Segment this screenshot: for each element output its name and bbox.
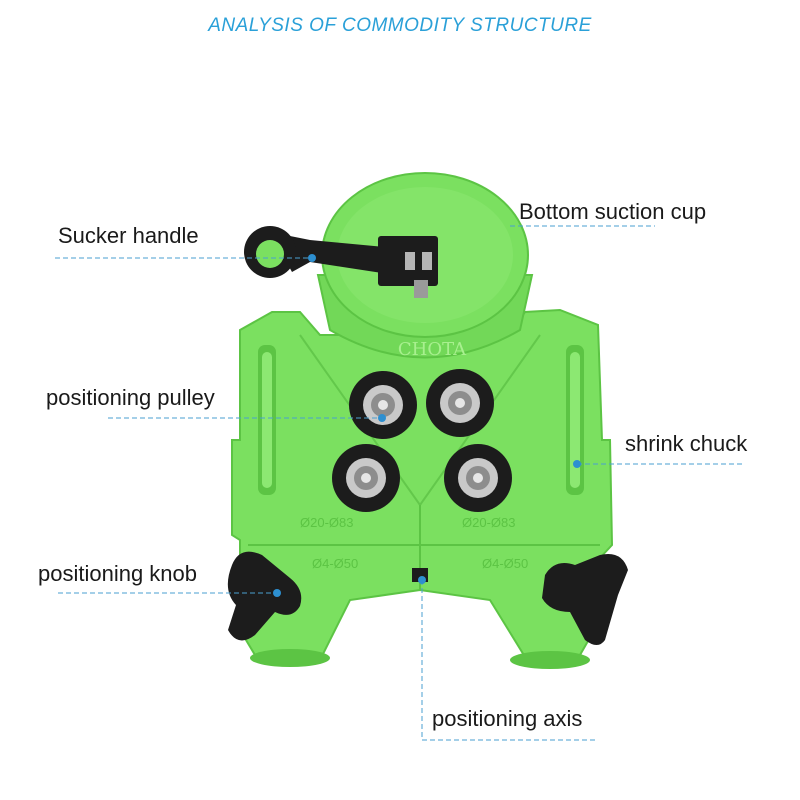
brand-watermark: CHOTA: [398, 339, 467, 360]
scale-mark-right-upper: Ø20-Ø83: [462, 515, 515, 530]
label-sucker-handle: Sucker handle: [58, 223, 199, 248]
scale-mark-left-lower: Ø4-Ø50: [312, 556, 358, 571]
leader-lines: [55, 225, 742, 741]
scale-mark-right-lower: Ø4-Ø50: [482, 556, 528, 571]
label-positioning-axis: positioning axis: [432, 706, 583, 731]
pulley: [332, 444, 400, 512]
label-shrink-chuck: shrink chuck: [625, 431, 748, 456]
pulley: [349, 371, 417, 439]
positioning-pulleys: [332, 369, 512, 512]
scale-marks: Ø20-Ø83 Ø20-Ø83 Ø4-Ø50 Ø4-Ø50: [300, 515, 528, 571]
positioning-knobs: [227, 551, 628, 645]
pulley: [444, 444, 512, 512]
page-title: ANALYSIS OF COMMODITY STRUCTURE: [208, 15, 592, 36]
tool-body: [231, 308, 614, 669]
scale-mark-left-upper: Ø20-Ø83: [300, 515, 353, 530]
sucker-handle: [244, 226, 438, 298]
label-positioning-knob: positioning knob: [38, 561, 198, 586]
pulley: [426, 369, 494, 437]
leader-dots: [273, 254, 581, 597]
label-bottom-suction-cup: Bottom suction cup: [519, 199, 707, 224]
label-positioning-pulley: positioning pulley: [46, 385, 215, 410]
